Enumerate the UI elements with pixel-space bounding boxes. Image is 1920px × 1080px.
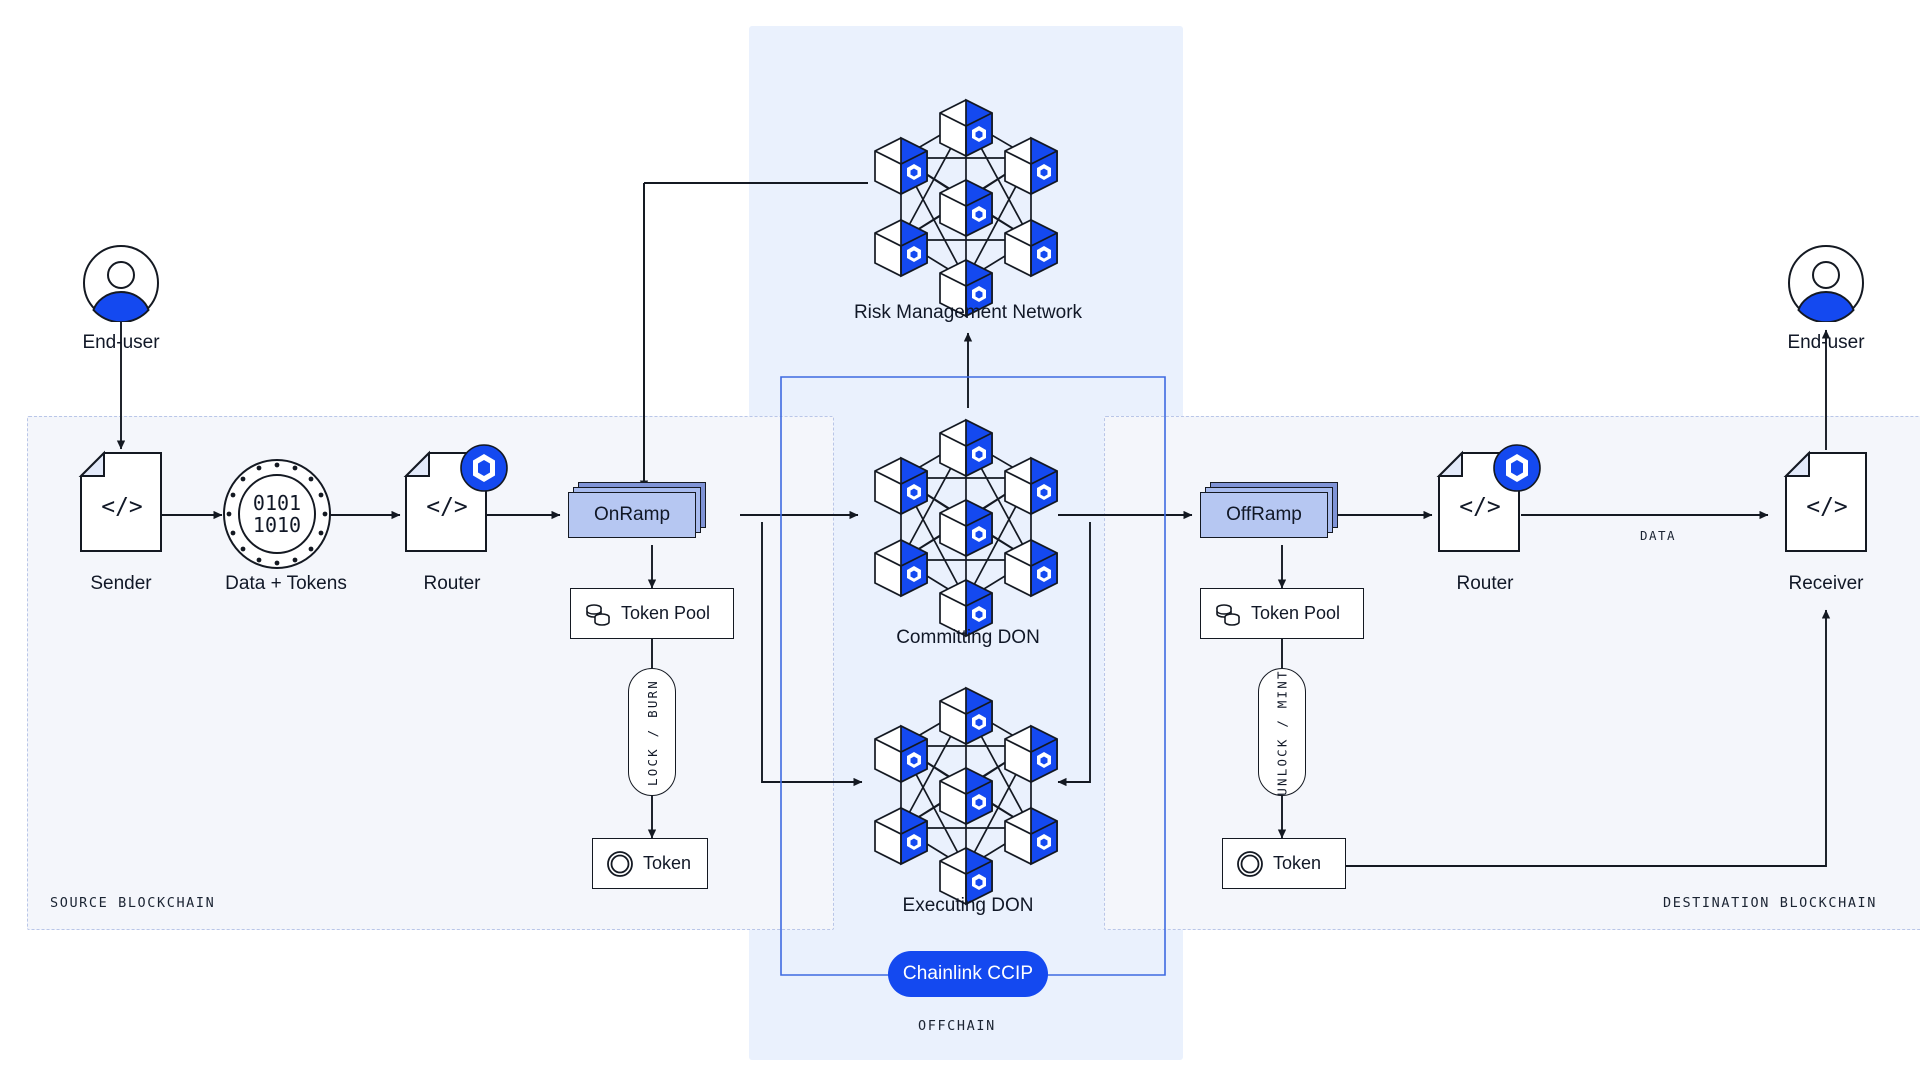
source-token-label: Token (643, 853, 692, 873)
zone-offchain-label: OFFCHAIN (918, 1018, 996, 1034)
executing-don-label: Executing DON (902, 895, 1034, 916)
token-ring-icon (1237, 850, 1263, 877)
svg-text:</>: </> (1806, 494, 1848, 520)
receiver-label: Receiver (1788, 573, 1864, 594)
chainlink-ccip-badge[interactable]: Chainlink CCIP (888, 951, 1048, 997)
data-edge-label: DATA (1639, 528, 1677, 543)
destination-end-user-avatar (1787, 244, 1865, 322)
offramp-label: OffRamp (1226, 504, 1302, 525)
executing-don-icon (866, 668, 1066, 923)
source-end-user-avatar (82, 244, 160, 322)
lock-burn-pill: LOCK / BURN (628, 668, 676, 796)
destination-token-pool-box[interactable]: Token Pool (1200, 588, 1364, 639)
zone-destination-label: DESTINATION BLOCKCHAIN (1663, 895, 1878, 911)
don-node-cubes (874, 98, 1058, 318)
coin-stack-icon (586, 603, 610, 626)
destination-token-label: Token (1273, 853, 1322, 873)
destination-token-pool-label: Token Pool (1251, 603, 1341, 623)
chainlink-ccip-label: Chainlink CCIP (902, 963, 1034, 984)
svg-text:</>: </> (1459, 494, 1501, 520)
coin-stack-icon (1216, 603, 1240, 626)
binary-line-1: 0101 (253, 491, 301, 515)
source-router-chainlink-badge-icon (459, 443, 509, 498)
source-end-user-label: End-user (82, 332, 160, 353)
source-token-box[interactable]: Token (592, 838, 708, 889)
source-router-label: Router (423, 573, 481, 594)
lock-burn-label: LOCK / BURN (644, 678, 660, 786)
token-ring-icon (607, 850, 633, 877)
onramp-label: OnRamp (593, 504, 671, 525)
onramp-stack-front: OnRamp (568, 492, 696, 538)
destination-router-label: Router (1456, 573, 1514, 594)
sender-document-icon: </> (78, 450, 162, 552)
committing-don-label: Committing DON (896, 627, 1040, 648)
svg-text:</>: </> (426, 494, 468, 520)
sender-code-glyph: </> (101, 494, 143, 520)
risk-management-network-label: Risk Management Network (853, 302, 1083, 323)
zone-source-label: SOURCE BLOCKCHAIN (50, 895, 216, 911)
committing-don-icon (866, 400, 1066, 655)
unlock-mint-pill: UNLOCK / MINT (1258, 668, 1306, 796)
data-tokens-label: Data + Tokens (225, 573, 347, 594)
risk-management-network-icon (866, 80, 1066, 335)
binary-line-2: 1010 (253, 513, 301, 537)
receiver-document-icon: </> (1783, 450, 1867, 552)
destination-end-user-label: End-user (1787, 332, 1865, 353)
unlock-mint-label: UNLOCK / MINT (1274, 668, 1290, 796)
data-tokens-icon: 0101 1010 (222, 458, 332, 575)
destination-router-chainlink-badge-icon (1492, 443, 1542, 498)
offramp-stack-front: OffRamp (1200, 492, 1328, 538)
source-token-pool-box[interactable]: Token Pool (570, 588, 734, 639)
sender-label: Sender (90, 573, 152, 594)
source-token-pool-label: Token Pool (621, 603, 711, 623)
destination-token-box[interactable]: Token (1222, 838, 1346, 889)
